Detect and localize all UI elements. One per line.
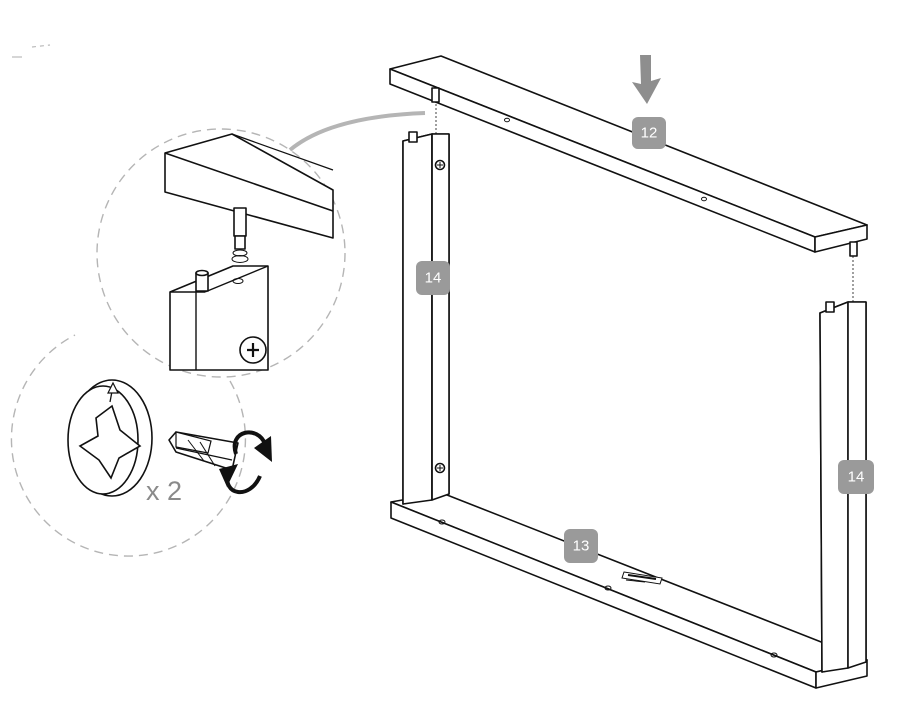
detail-leader-line xyxy=(288,111,426,152)
quantity-label: x 2 xyxy=(146,476,182,506)
part-label-12: 12 xyxy=(641,125,658,142)
part-badge-13: 13 xyxy=(564,529,598,563)
stray-marks xyxy=(12,44,51,58)
dowel-detail-callout xyxy=(96,128,346,378)
phillips-screw-icon xyxy=(67,379,153,497)
bottom-rail xyxy=(390,492,868,689)
part-label-14-right: 14 xyxy=(848,469,865,486)
frame-assembly: 12 14 14 13 xyxy=(389,55,874,689)
top-rail xyxy=(389,55,868,257)
part-badge-14-left: 14 xyxy=(416,261,450,295)
part-label-13: 13 xyxy=(573,538,590,555)
left-post xyxy=(402,104,450,505)
down-arrow-icon xyxy=(632,55,661,104)
screw-detail-callout: x 2 xyxy=(10,334,272,557)
clockwise-rotate-icon xyxy=(219,430,272,495)
screwdriver-bit-icon xyxy=(168,431,239,471)
part-badge-12: 12 xyxy=(632,117,666,149)
part-label-14-left: 14 xyxy=(425,270,442,287)
part-badge-14-right: 14 xyxy=(838,460,874,494)
label-sticker xyxy=(621,571,663,585)
